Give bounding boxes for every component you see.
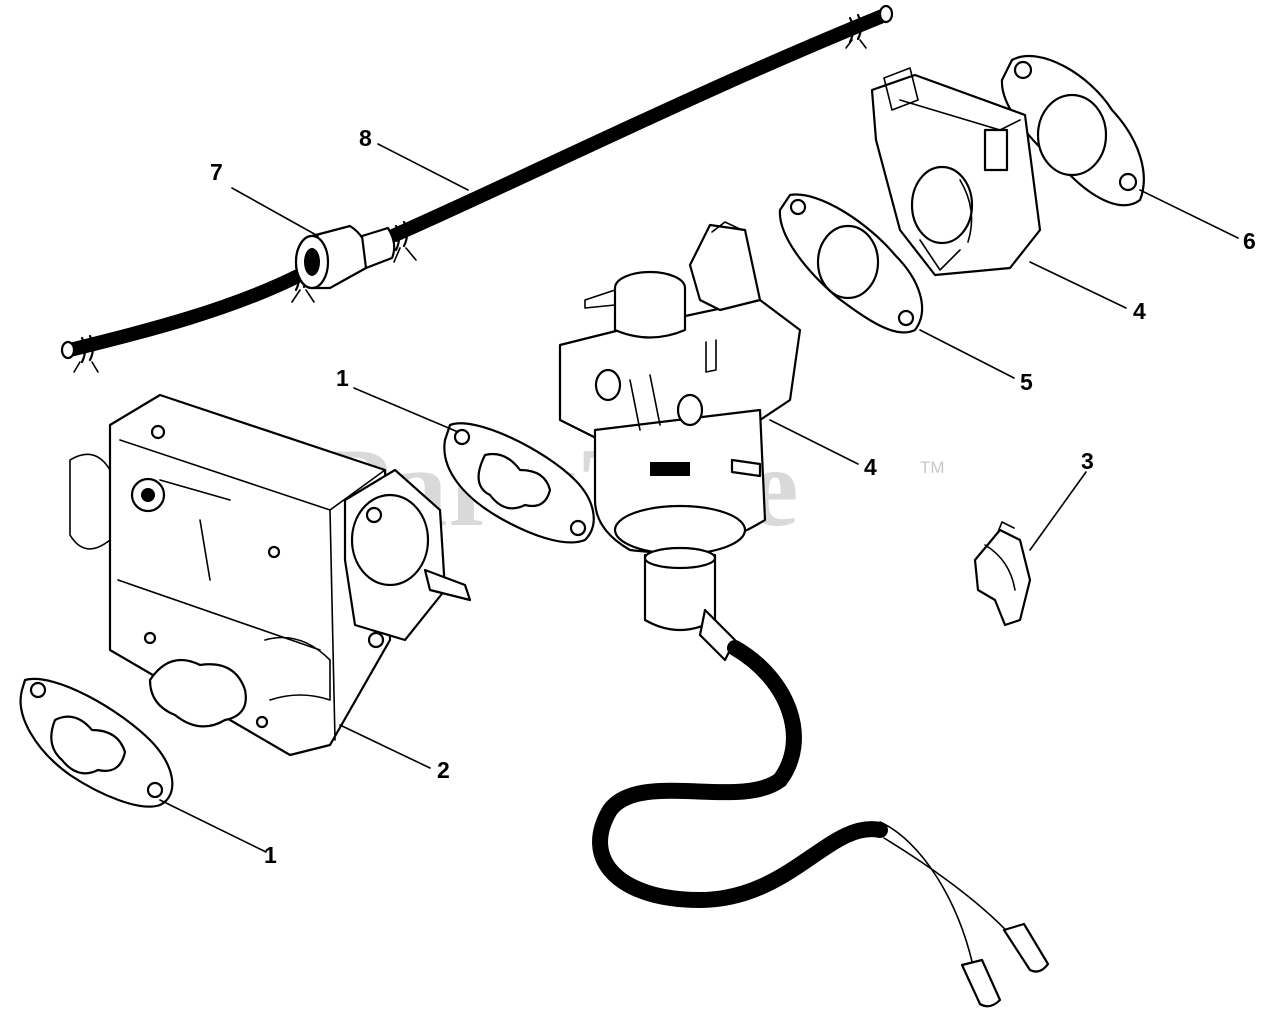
callout-4-center: 4 <box>864 454 877 480</box>
part-2-air-cleaner-base <box>69 393 472 757</box>
part-8-fuel-line <box>60 4 894 360</box>
part-3-clip <box>973 521 1032 627</box>
part-4-carburetor <box>558 221 802 662</box>
part-4-spacer <box>870 67 1042 277</box>
callout-1-upper: 1 <box>336 365 349 391</box>
part-6-gasket <box>1000 54 1145 207</box>
part-1-gasket-lower <box>19 677 174 808</box>
part-7-fuel-filter <box>294 224 396 290</box>
part-1-gasket-upper <box>443 422 595 544</box>
part-5-gasket <box>778 193 924 334</box>
callout-4-upper: 4 <box>1133 298 1146 324</box>
callout-2: 2 <box>437 757 450 783</box>
carburetor-wire-harness <box>592 640 1050 1008</box>
callout-1-lower: 1 <box>264 842 277 868</box>
leader-lines <box>159 143 1239 853</box>
callout-7: 7 <box>210 159 223 185</box>
callout-5: 5 <box>1020 369 1033 395</box>
trademark-mark: TM <box>920 458 945 477</box>
callout-6: 6 <box>1243 228 1256 254</box>
callout-3: 3 <box>1081 448 1094 474</box>
callout-8: 8 <box>359 125 372 151</box>
